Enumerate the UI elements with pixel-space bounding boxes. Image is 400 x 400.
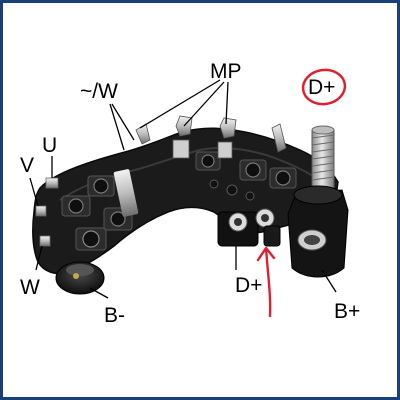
phase-strip — [113, 169, 139, 217]
label-d-plus-lower: D+ — [235, 274, 262, 297]
phase-terminals — [35, 177, 59, 247]
leader-v — [29, 177, 39, 207]
leader-lines — [29, 79, 337, 299]
label-b-plus: B+ — [334, 300, 360, 323]
rectifier-plate — [32, 127, 339, 275]
leader-tilde-w — [109, 103, 125, 151]
label-v: V — [20, 154, 34, 177]
leader-tilde-w-2 — [111, 103, 135, 141]
red-arrow — [256, 246, 276, 318]
label-mp: MP — [210, 60, 242, 83]
leader-mp-1 — [139, 79, 221, 129]
label-d-plus-circled: D+ — [308, 76, 335, 99]
label-w: W — [20, 276, 40, 299]
d-plus-red-circle — [301, 68, 347, 106]
d-plus-terminal — [217, 208, 281, 247]
leader-b-plus — [321, 269, 337, 293]
b-minus-terminal — [55, 261, 105, 295]
d-plus-tab — [271, 123, 287, 153]
label-tilde-w: ~/W — [80, 80, 118, 103]
diode-pockets-right — [195, 151, 297, 201]
diode-pockets-left — [61, 175, 133, 251]
leader-b-minus — [89, 287, 109, 299]
leader-w — [35, 245, 43, 271]
b-plus-terminal — [287, 125, 349, 278]
leader-mp-3 — [225, 81, 229, 125]
leader-mp-2 — [183, 81, 225, 127]
b-plus-bolt — [311, 129, 335, 193]
label-u: U — [42, 134, 57, 157]
label-b-minus: B- — [104, 304, 125, 327]
